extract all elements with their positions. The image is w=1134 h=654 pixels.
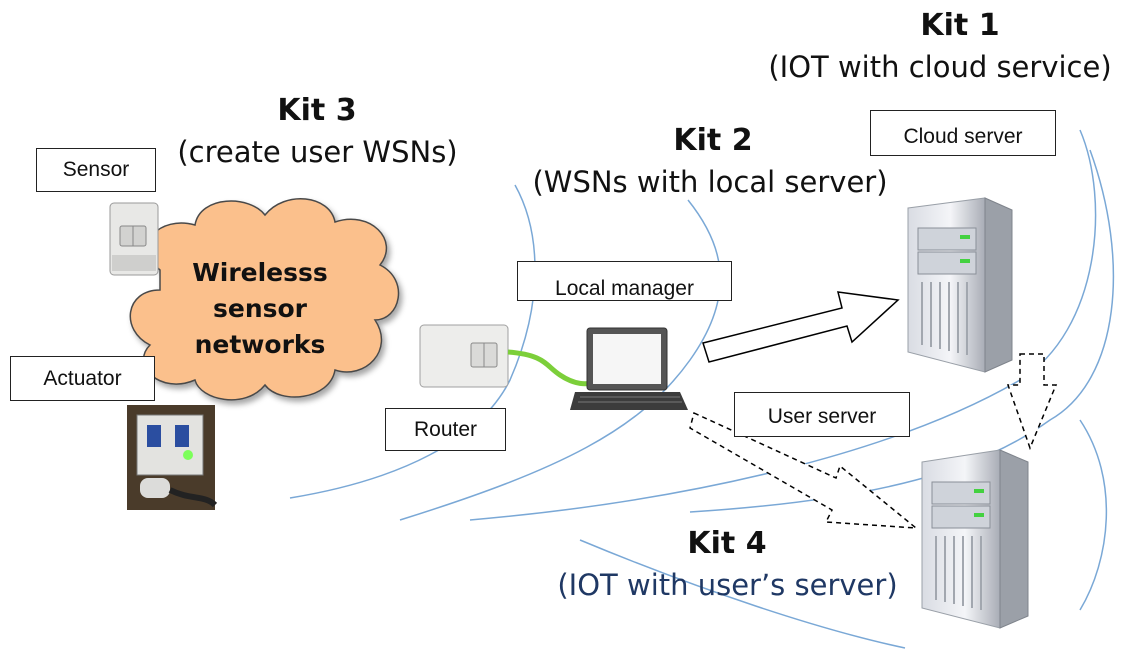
kit1-title: Kit 1 [920, 8, 1000, 43]
kit4-title: Kit 4 [687, 526, 767, 561]
router-device [419, 324, 509, 388]
cloud-line-3: networks [194, 330, 326, 359]
kit4-subtitle: (IOT with user’s server) [557, 568, 898, 602]
wsn-cloud-label: Wirelesss sensor networks [170, 255, 350, 363]
wsn-cloud [129, 198, 400, 401]
actuator-label: Actuator [10, 356, 155, 401]
cloud-line-1: Wirelesss [192, 258, 328, 287]
router-label: Router [385, 408, 506, 451]
sensor-device [109, 202, 159, 276]
user-server-icon [921, 449, 1029, 629]
cable [507, 349, 601, 387]
kit2-subtitle: (WSNs with local server) [532, 165, 888, 199]
kit3-subtitle: (create user WSNs) [177, 135, 458, 169]
kit1-subtitle: (IOT with cloud service) [768, 50, 1112, 84]
arrow-to-cloud-server [702, 291, 900, 363]
actuator-device [127, 405, 218, 510]
local-manager-label: Local manager [517, 261, 732, 301]
kit3-title: Kit 3 [277, 93, 357, 128]
user-server-label: User server [734, 392, 910, 437]
laptop-icon [570, 327, 688, 410]
kit2-title: Kit 2 [673, 123, 753, 158]
arrow-to-user-server [689, 411, 919, 529]
cloud-line-2: sensor [212, 294, 308, 323]
sensor-label: Sensor [36, 148, 156, 192]
arrow-cloud-to-user [1006, 353, 1058, 451]
cloud-server-label: Cloud server [870, 110, 1056, 156]
cloud-server-icon [907, 197, 1013, 373]
